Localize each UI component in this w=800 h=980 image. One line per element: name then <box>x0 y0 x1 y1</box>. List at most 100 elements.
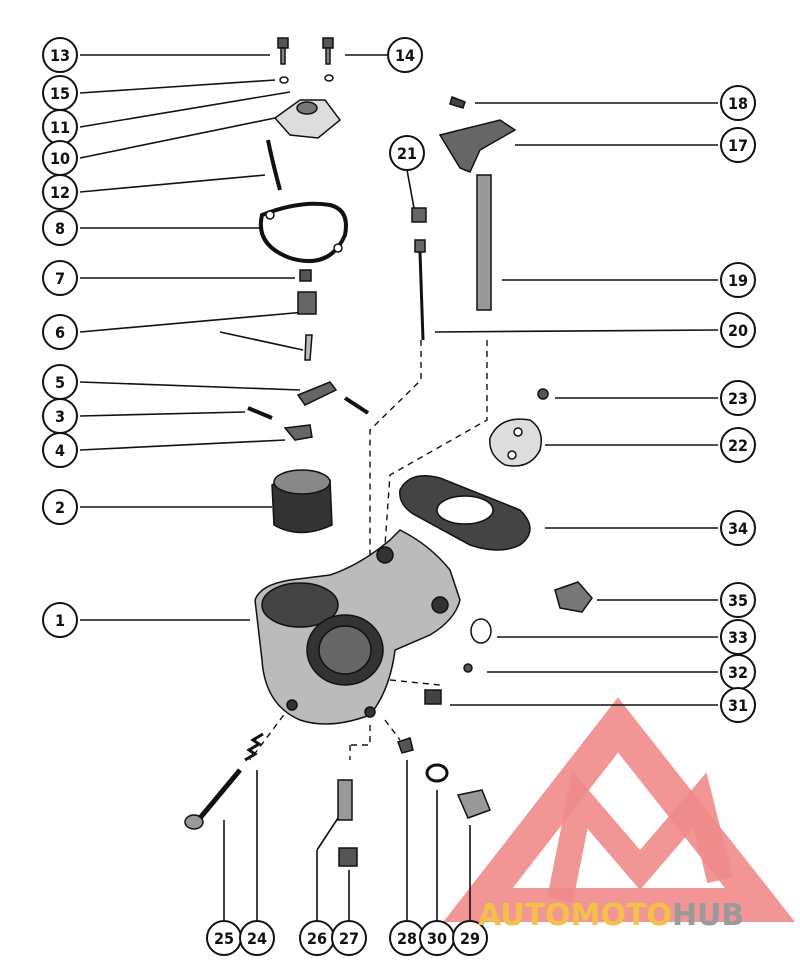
callout-label: 18 <box>728 94 748 113</box>
part-10-cover <box>273 99 342 139</box>
callout-24: 24 <box>239 920 275 956</box>
callout-35: 35 <box>720 582 756 618</box>
callout-label: 34 <box>728 519 748 538</box>
callout-circle <box>42 37 78 73</box>
callout-label: 30 <box>427 929 447 948</box>
callout-circle <box>42 174 78 210</box>
callout-circle <box>720 262 756 298</box>
callout-3: 3 <box>42 398 78 434</box>
callout-22: 22 <box>720 427 756 463</box>
callout-label: 25 <box>214 929 234 948</box>
part-1-carburetor-body <box>254 529 461 725</box>
callout-circle <box>42 210 78 246</box>
callout-1: 1 <box>42 602 78 638</box>
watermark-auto: AUTO <box>478 898 571 933</box>
callout-circle <box>720 510 756 546</box>
callout-21: 21 <box>389 135 425 171</box>
callout-label: 24 <box>247 929 267 948</box>
callout-label: 13 <box>50 46 70 65</box>
callout-34: 34 <box>720 510 756 546</box>
callout-circle <box>452 920 488 956</box>
callout-6: 6 <box>42 314 78 350</box>
callout-20: 20 <box>720 312 756 348</box>
callout-label: 27 <box>339 929 359 948</box>
callout-label: 17 <box>728 136 748 155</box>
callout-circle <box>720 85 756 121</box>
callout-26: 26 <box>299 920 335 956</box>
watermark-moto: MOTO <box>571 898 672 933</box>
callout-5: 5 <box>42 364 78 400</box>
callout-label: 32 <box>728 663 748 682</box>
callout-circle <box>331 920 367 956</box>
callout-10: 10 <box>42 140 78 176</box>
callout-12: 12 <box>42 174 78 210</box>
callout-11: 11 <box>42 109 78 145</box>
callout-label: 1 <box>55 611 65 630</box>
callout-label: 8 <box>55 219 65 238</box>
callout-label: 31 <box>728 696 748 715</box>
callout-label: 21 <box>397 144 417 163</box>
callout-29: 29 <box>452 920 488 956</box>
watermark-logo-icon <box>443 697 796 922</box>
part-8-gasket <box>258 201 348 264</box>
callout-circle <box>42 260 78 296</box>
callout-4: 4 <box>42 432 78 468</box>
part-25-needle-screw <box>184 768 242 830</box>
callout-32: 32 <box>720 654 756 690</box>
callout-18: 18 <box>720 85 756 121</box>
callout-13: 13 <box>42 37 78 73</box>
callout-label: 7 <box>55 269 65 288</box>
watermark-hub: HUB <box>672 898 744 933</box>
part-2-float <box>271 469 333 534</box>
callout-circle <box>42 602 78 638</box>
callout-8: 8 <box>42 210 78 246</box>
callout-27: 27 <box>331 920 367 956</box>
callout-label: 11 <box>50 118 70 137</box>
callout-30: 30 <box>419 920 455 956</box>
callout-33: 33 <box>720 619 756 655</box>
callout-label: 19 <box>728 271 748 290</box>
callout-circle <box>720 312 756 348</box>
callout-15: 15 <box>42 75 78 111</box>
callout-circle <box>42 489 78 525</box>
callout-label: 20 <box>728 321 748 340</box>
callout-circle <box>720 127 756 163</box>
callout-2: 2 <box>42 489 78 525</box>
callout-circle <box>720 380 756 416</box>
callout-circle <box>239 920 275 956</box>
callout-label: 35 <box>728 591 748 610</box>
callout-circle <box>389 135 425 171</box>
callout-label: 15 <box>50 84 70 103</box>
callout-label: 6 <box>55 323 65 342</box>
callout-label: 5 <box>55 373 65 392</box>
callout-label: 29 <box>460 929 480 948</box>
callout-circle <box>42 314 78 350</box>
callout-17: 17 <box>720 127 756 163</box>
svg-text:AUTOMOTOHUB: AUTOMOTOHUB <box>478 898 744 933</box>
callout-label: 2 <box>55 498 65 517</box>
callout-label: 4 <box>55 441 65 460</box>
callout-31: 31 <box>720 687 756 723</box>
part-22-plate <box>489 418 542 467</box>
callout-label: 28 <box>397 929 417 948</box>
callout-label: 10 <box>50 149 70 168</box>
callout-7: 7 <box>42 260 78 296</box>
callout-14: 14 <box>387 37 423 73</box>
callout-label: 14 <box>395 46 415 65</box>
callout-label: 22 <box>728 436 748 455</box>
callout-25: 25 <box>206 920 242 956</box>
callout-19: 19 <box>720 262 756 298</box>
callout-circle <box>720 687 756 723</box>
callout-23: 23 <box>720 380 756 416</box>
callout-label: 12 <box>50 183 70 202</box>
part-34-gasket <box>399 475 531 551</box>
callout-label: 26 <box>307 929 327 948</box>
callout-circle <box>42 432 78 468</box>
callout-label: 3 <box>55 407 65 426</box>
callout-circle <box>720 582 756 618</box>
callout-label: 33 <box>728 628 748 647</box>
callout-label: 23 <box>728 389 748 408</box>
part-13-screw <box>277 37 289 65</box>
callout-circle <box>387 37 423 73</box>
